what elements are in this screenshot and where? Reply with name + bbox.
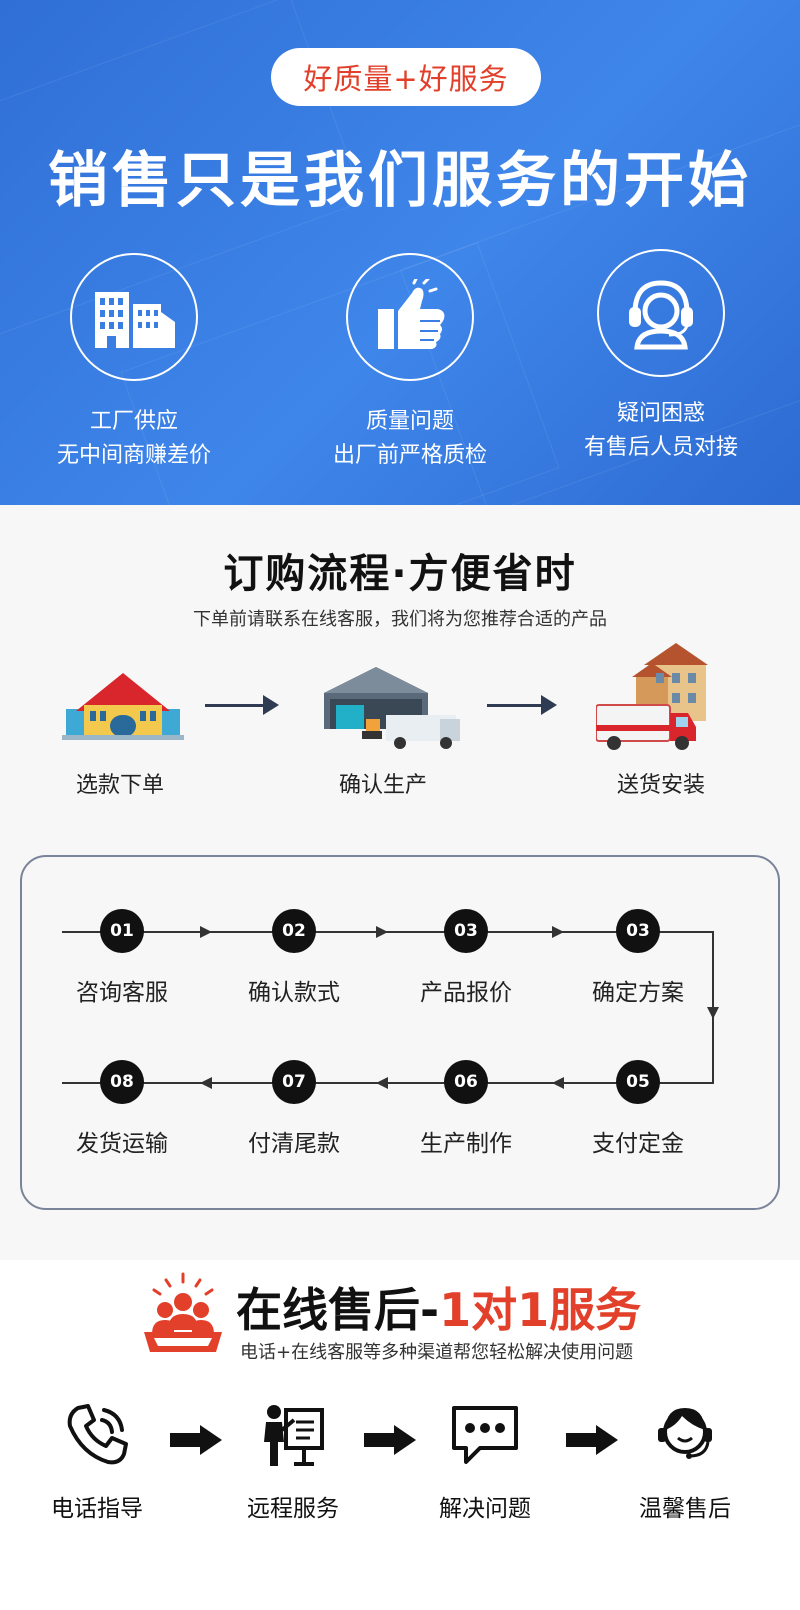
step-label-produce: 确认生产 (338, 773, 427, 798)
step-label-production: 生产制作 (420, 1131, 512, 1157)
step-label-shipping: 发货运输 (76, 1131, 168, 1157)
feature-support: 疑问困惑 有售后人员对接 (541, 249, 781, 465)
step-label-deliver: 送货安装 (616, 773, 705, 798)
feature-quality: 质量问题 出厂前严格质检 (290, 253, 530, 473)
flow-line-bottom (62, 1082, 714, 1084)
quality-service-badge: 好质量+好服务 (271, 48, 541, 106)
step-badge-1: 01 (100, 909, 144, 953)
service-arrow-2 (364, 1425, 416, 1455)
service-remote: 远程服务 (218, 1395, 368, 1523)
after-sales-subtitle: 电话+在线客服等多种渠道帮您轻松解决使用问题 (240, 1342, 634, 1363)
feature-factory-title: 工厂供应 (89, 409, 178, 434)
step-label-quote: 产品报价 (420, 980, 512, 1006)
step-badge-3: 03 (444, 909, 488, 953)
step-badge-7: 07 (272, 1060, 316, 1104)
flow-line-top (62, 931, 714, 933)
step-label-select: 选款下单 (75, 773, 164, 798)
after-sales-title-highlight: 1对1服务 (439, 1283, 642, 1337)
step-badge-4: 03 (616, 909, 660, 953)
step-label-consult: 咨询客服 (76, 980, 168, 1006)
service-solve-label: 解决问题 (439, 1496, 531, 1522)
step-badge-6: 06 (444, 1060, 488, 1104)
service-remote-label: 远程服务 (247, 1496, 339, 1522)
service-solve: 解决问题 (410, 1395, 560, 1523)
flow-arrow-left (376, 1077, 388, 1089)
step-label-plan: 确定方案 (592, 980, 684, 1006)
step-badge-5: 05 (616, 1060, 660, 1104)
after-sales-section: 在线售后-1对1服务 电话+在线客服等多种渠道帮您轻松解决使用问题 电话指导 (0, 1260, 800, 1610)
delivery-house-icon (595, 641, 726, 757)
order-process-subtitle: 下单前请联系在线客服，我们将为您推荐合适的产品 (193, 609, 607, 630)
flow-arrow-left (552, 1077, 564, 1089)
feature-factory-desc: 无中间商赚差价 (56, 443, 211, 468)
feature-support-desc: 有售后人员对接 (583, 435, 738, 460)
chat-bubble-icon (410, 1395, 560, 1475)
order-process-title: 订购流程·方便省时 (223, 551, 577, 597)
step-label-confirm-style: 确认款式 (248, 980, 340, 1006)
step-badge-8: 08 (100, 1060, 144, 1104)
warehouse-icon (62, 665, 184, 745)
flow-arrow-left (200, 1077, 212, 1089)
service-phone-label: 电话指导 (51, 1496, 143, 1522)
remote-presenter-icon (218, 1395, 368, 1475)
order-flow-box: 01 02 03 03 咨询客服 确认款式 产品报价 确定方案 05 06 07… (20, 855, 780, 1210)
service-arrow-3 (566, 1425, 618, 1455)
flow-arrow-right (552, 926, 564, 938)
flow-arrow-down (707, 1007, 719, 1019)
service-care-label: 温馨售后 (639, 1496, 731, 1522)
feature-quality-desc: 出厂前严格质检 (332, 443, 487, 468)
after-sales-title-main: 在线售后- (236, 1283, 440, 1337)
flow-arrow-right (200, 926, 212, 938)
feature-factory: 工厂供应 无中间商赚差价 (14, 253, 254, 473)
step-badge-2: 02 (272, 909, 316, 953)
step-label-balance: 付清尾款 (248, 1131, 340, 1157)
hero-banner: 好质量+好服务 销售只是我们服务的开始 工厂供应 无中间商赚差价 (0, 0, 800, 505)
thumbs-up-icon (346, 253, 474, 381)
service-arrow-1 (170, 1425, 222, 1455)
process-arrow-2 (487, 695, 557, 715)
after-sales-title: 在线售后-1对1服务 (236, 1274, 641, 1340)
feature-support-title: 疑问困惑 (616, 401, 705, 426)
factory-truck-icon (316, 653, 464, 757)
phone-icon (22, 1395, 172, 1475)
support-agent-icon (610, 1395, 760, 1475)
factory-building-icon (70, 253, 198, 381)
flow-arrow-right (376, 926, 388, 938)
service-care: 温馨售后 (610, 1395, 760, 1523)
hero-title: 销售只是我们服务的开始 (48, 146, 752, 216)
customer-service-headset-icon (597, 249, 725, 377)
order-process-section: 订购流程·方便省时 下单前请联系在线客服，我们将为您推荐合适的产品 选款下单 确… (0, 505, 800, 1260)
team-service-icon (140, 1272, 226, 1362)
feature-quality-title: 质量问题 (365, 409, 454, 434)
step-label-deposit: 支付定金 (592, 1131, 684, 1157)
service-phone: 电话指导 (22, 1395, 172, 1523)
process-arrow-1 (205, 695, 279, 715)
